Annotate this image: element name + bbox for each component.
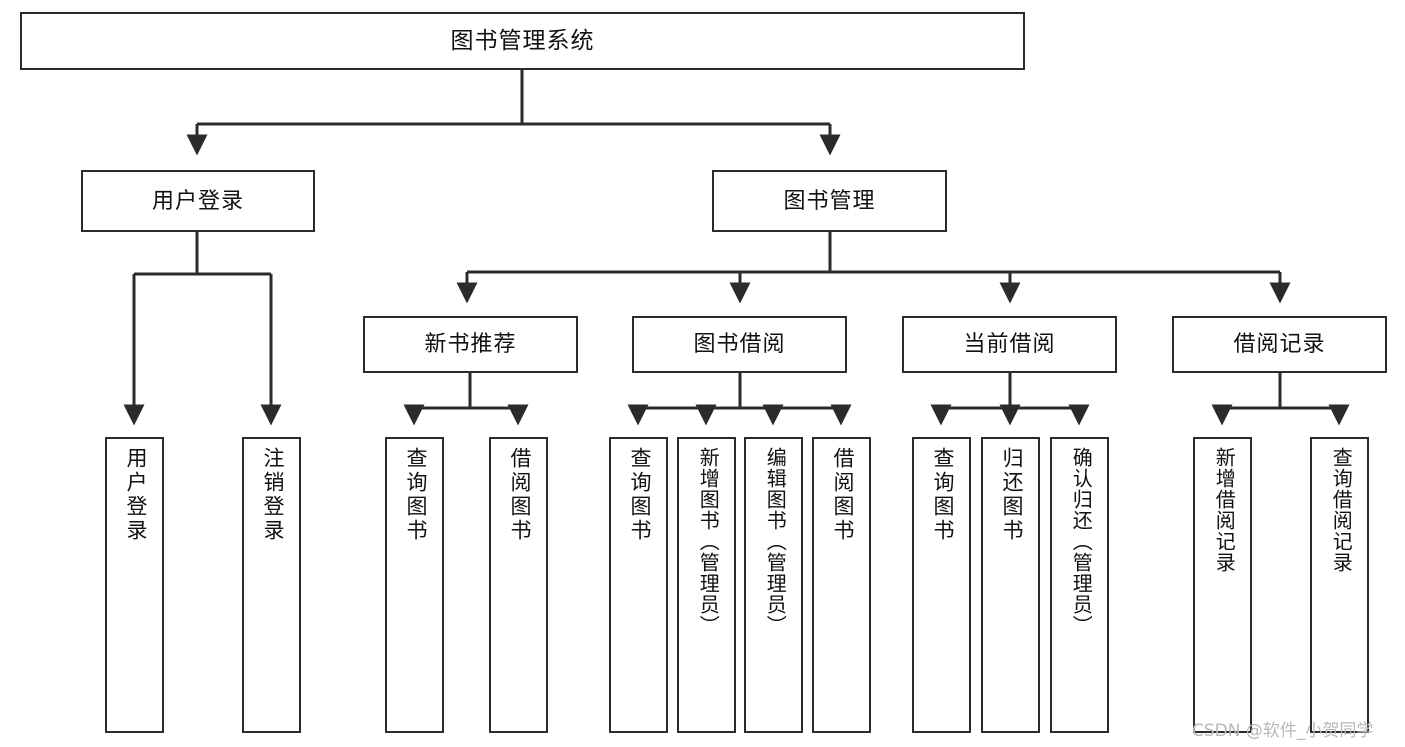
node-current-borrow[interactable]: 当前借阅: [902, 316, 1117, 373]
node-book-management[interactable]: 图书管理: [712, 170, 947, 232]
node-borrow-record[interactable]: 借阅记录: [1172, 316, 1387, 373]
leaf-user-login-login[interactable]: 用户登录: [105, 437, 164, 733]
leaf-label: 查询图书: [930, 447, 954, 543]
leaf-label: 查询图书: [627, 447, 651, 543]
leaf-label: 用户登录: [123, 447, 147, 543]
leaf-new-book-query[interactable]: 查询图书: [385, 437, 444, 733]
leaf-label: 归还图书: [999, 447, 1023, 543]
leaf-new-book-borrow[interactable]: 借阅图书: [489, 437, 548, 733]
node-user-login[interactable]: 用户登录: [81, 170, 315, 232]
csdn-watermark: CSDN @软件_小贺同学: [1192, 721, 1374, 741]
leaf-borrow-record-add[interactable]: 新增借阅记录: [1193, 437, 1252, 733]
leaf-current-borrow-query[interactable]: 查询图书: [912, 437, 971, 733]
leaf-book-borrow-borrow[interactable]: 借阅图书: [812, 437, 871, 733]
node-book-borrow[interactable]: 图书借阅: [632, 316, 847, 373]
leaf-book-borrow-add[interactable]: 新增图书（管理员）: [677, 437, 736, 733]
leaf-label: 注销登录: [260, 447, 284, 543]
leaf-user-login-logout[interactable]: 注销登录: [242, 437, 301, 733]
leaf-label: 新增借阅记录: [1212, 447, 1235, 573]
leaf-label: 确认归还（管理员）: [1069, 447, 1092, 636]
node-root-system[interactable]: 图书管理系统: [20, 12, 1025, 70]
leaf-book-borrow-edit[interactable]: 编辑图书（管理员）: [744, 437, 803, 733]
leaf-label: 借阅图书: [830, 447, 854, 543]
leaf-current-borrow-confirm-return[interactable]: 确认归还（管理员）: [1050, 437, 1109, 733]
leaf-label: 编辑图书（管理员）: [763, 447, 786, 636]
leaf-label: 借阅图书: [507, 447, 531, 543]
leaf-current-borrow-return[interactable]: 归还图书: [981, 437, 1040, 733]
leaf-book-borrow-query[interactable]: 查询图书: [609, 437, 668, 733]
leaf-label: 新增图书（管理员）: [696, 447, 719, 636]
node-new-book-recommend[interactable]: 新书推荐: [363, 316, 578, 373]
leaf-label: 查询图书: [403, 447, 427, 543]
leaf-borrow-record-query[interactable]: 查询借阅记录: [1310, 437, 1369, 733]
leaf-label: 查询借阅记录: [1329, 447, 1352, 573]
